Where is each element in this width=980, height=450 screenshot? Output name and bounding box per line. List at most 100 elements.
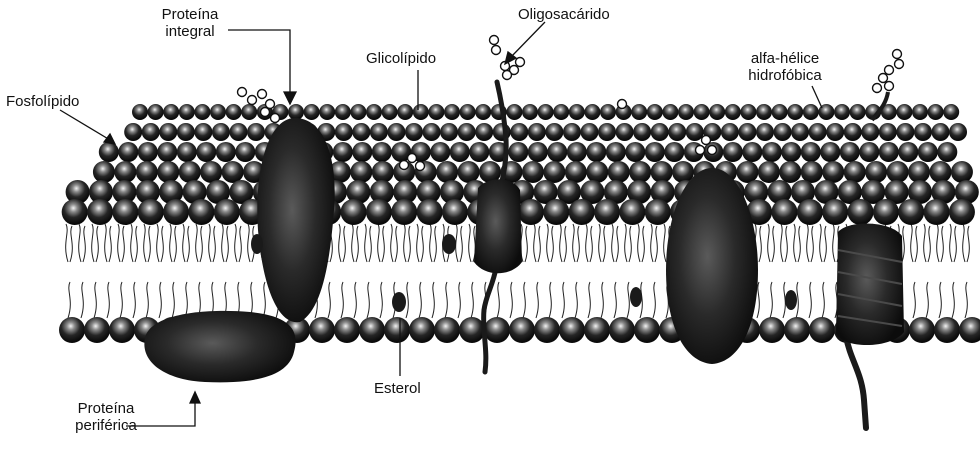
phospholipid-head (138, 142, 158, 162)
phospholipid-tail (525, 226, 527, 262)
phospholipid-head (428, 104, 444, 120)
phospholipid-head (210, 104, 226, 120)
phospholipid-head (226, 104, 242, 120)
phospholipid-tail (81, 282, 83, 318)
phospholipid-head (510, 123, 528, 141)
alpha-helix-label-line2: hidrofóbica (730, 67, 840, 84)
phospholipid-head (397, 104, 413, 120)
phospholipid-head (436, 161, 458, 183)
phospholipid-head (633, 123, 651, 141)
phospholipid-head (112, 199, 138, 225)
phospholipid-head (949, 123, 967, 141)
phospholipid-tail (185, 282, 187, 318)
phospholipid-head (450, 142, 470, 162)
phospholipid-tail (133, 282, 135, 318)
phospholipid-tail (341, 282, 343, 318)
phospholipid-tail (785, 226, 787, 262)
phospholipid-head (586, 161, 608, 183)
phospholipid-tail (118, 224, 120, 262)
sugar-bead (895, 60, 904, 69)
phospholipid-tail (66, 224, 68, 262)
phospholipid-head (84, 317, 110, 343)
phospholipid-head (848, 199, 874, 225)
phospholipid-tail (562, 282, 564, 318)
phospholipid-tail (367, 282, 369, 318)
sugar-bead (271, 114, 280, 123)
phospholipid-tail (664, 224, 666, 262)
phospholipid-tail (109, 226, 111, 262)
phospholipid-tail (939, 282, 941, 318)
phospholipid-head (114, 161, 136, 183)
phospholipid-tail (105, 224, 107, 262)
phospholipid-tail (651, 224, 653, 262)
phospholipid-tail (586, 224, 588, 262)
phospholipid-head (951, 161, 973, 183)
sterol-small (442, 234, 456, 254)
phospholipid-head (350, 104, 366, 120)
phospholipid-head (909, 317, 935, 343)
phospholipid-head (384, 317, 410, 343)
phospholipid-head (809, 317, 835, 343)
phospholipid-head (651, 123, 669, 141)
phospholipid-head (509, 317, 535, 343)
phospholipid-head (288, 104, 304, 120)
phospholipid-head (598, 123, 616, 141)
phospholipid-tail (161, 226, 163, 262)
phospholipid-tail (809, 282, 811, 318)
phospholipid-tail (471, 282, 473, 318)
phospholipid-head (756, 123, 774, 141)
phospholipid-head (309, 317, 335, 343)
phospholipid-head (645, 199, 671, 225)
phospholipid-tail (469, 224, 471, 262)
phospholipid-tail (798, 226, 800, 262)
phospholipid-head (569, 104, 585, 120)
phospholipid-head (586, 142, 606, 162)
phospholipid-tail (148, 226, 150, 262)
phospholipid-tail (226, 226, 228, 262)
phospholipid-head (216, 142, 236, 162)
phospholipid-head (709, 104, 725, 120)
phospholipid-head (333, 142, 353, 162)
phospholipid-head (543, 199, 569, 225)
phospholipid-tail (794, 224, 796, 262)
phospholipid-tail (369, 226, 371, 262)
phospholipid-head (740, 104, 756, 120)
phospholipid-head (567, 142, 587, 162)
phospholipid-tail (534, 224, 536, 262)
phospholipid-tail (642, 226, 644, 262)
phospholipid-head (779, 161, 801, 183)
phospholipid-head (865, 161, 887, 183)
phospholipid-head (179, 104, 195, 120)
phospholipid-tail (172, 282, 174, 318)
phospholipid-tail (213, 226, 215, 262)
phospholipid-head (366, 104, 382, 120)
phospholipid-head (668, 123, 686, 141)
phospholipid-tail (196, 224, 198, 262)
phospholipid-head (469, 142, 489, 162)
phospholipid-head (534, 317, 560, 343)
phospholipid-tail (404, 224, 406, 262)
phospholipid-head (93, 161, 115, 183)
phospholipid-head (553, 104, 569, 120)
phospholipid-tail (248, 224, 250, 262)
phospholipid-tail (356, 226, 358, 262)
phospholipid-head (781, 142, 801, 162)
phospholipid-tail (157, 224, 159, 262)
sugar-bead (503, 71, 512, 80)
phospholipid-tail (967, 226, 969, 262)
phospholipid-tail (913, 282, 915, 318)
phospholipid-tail (135, 226, 137, 262)
phospholipid-head (440, 123, 458, 141)
phospholipid-head (214, 199, 240, 225)
phospholipid-tail (94, 282, 96, 318)
integral-protein-label: Proteína integral (150, 6, 230, 40)
phospholipid-head (822, 199, 848, 225)
integral-protein-large (666, 168, 758, 364)
phospholipid-head (138, 199, 164, 225)
phospholipid-tail (456, 224, 458, 262)
phospholipid-head (372, 161, 394, 183)
phospholipid-tail (70, 226, 72, 262)
sugar-bead (702, 136, 711, 145)
phospholipid-tail (170, 224, 172, 262)
phospholipid-head (594, 199, 620, 225)
